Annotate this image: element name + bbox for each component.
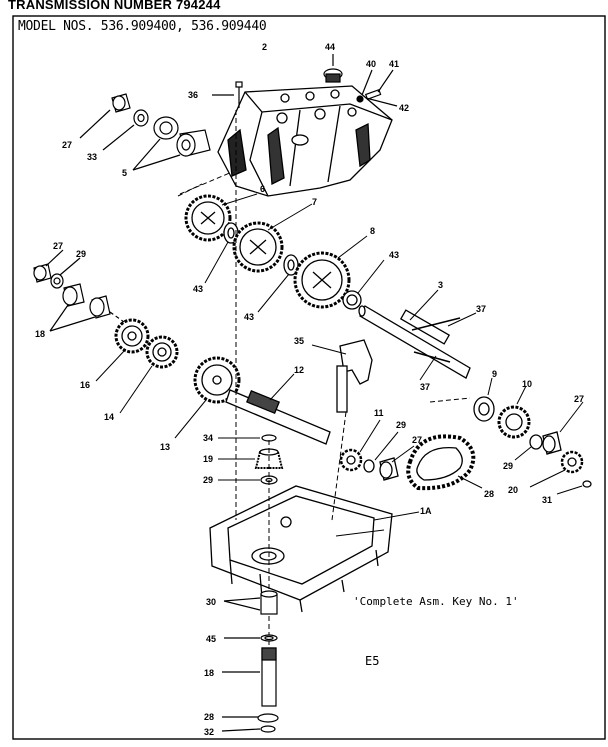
callout-34: 34 [203,433,213,443]
page-border [12,15,606,740]
model-numbers: MODEL NOS. 536.909400, 536.909440 [18,19,267,34]
callout-35: 35 [294,336,304,346]
callout-10: 10 [522,379,532,389]
diagram-code: E5 [365,654,380,668]
callout-7: 7 [312,197,317,207]
callout-36: 36 [188,90,198,100]
gear-pair-left [95,318,179,414]
callout-43-b: 43 [244,312,254,322]
callout-27-left: 27 [53,241,63,251]
bolt [212,81,243,108]
callout-labels: 2 44 40 41 42 36 27 33 5 6 7 8 43 43 43 … [35,42,584,737]
callout-32: 32 [204,727,214,737]
callout-43-c: 43 [389,250,399,260]
bearing-stack-left [33,249,125,332]
callout-43-a: 43 [193,284,203,294]
callout-40: 40 [366,59,376,69]
callout-37-b: 37 [420,382,430,392]
gear-13-shaft-12 [174,356,331,445]
alignment-lines [235,110,347,706]
gear-train-upper [177,171,385,313]
callout-37-a: 37 [476,304,486,314]
callout-11: 11 [374,408,384,418]
callout-29-right: 29 [503,461,513,471]
complete-assembly-note: 'Complete Asm. Key No. 1' [353,595,519,608]
callout-45: 45 [206,634,216,644]
callout-13: 13 [160,442,170,452]
callout-6: 6 [260,184,265,194]
callout-27-right: 27 [574,394,584,404]
callout-29-mid: 29 [396,420,406,430]
shift-detent-parts [356,69,398,107]
cover-housing [217,85,393,197]
callout-31: 31 [542,495,552,505]
callout-2: 2 [262,42,267,52]
callout-44: 44 [325,42,335,52]
vent-cap [323,54,343,83]
shift-fork [311,339,373,413]
transmission-case [209,485,420,613]
diagram-title: TRANSMISSION NUMBER 794244 [8,0,221,12]
callout-8: 8 [370,226,375,236]
callout-42: 42 [399,103,409,113]
callout-33: 33 [87,152,97,162]
callout-1A: 1A [420,506,432,516]
callout-28-bottom: 28 [204,712,214,722]
callout-18-left: 18 [35,329,45,339]
bearing-stack-top [79,93,211,171]
callout-18-bottom: 18 [204,668,214,678]
callout-12: 12 [294,365,304,375]
callout-9: 9 [492,369,497,379]
callout-5: 5 [122,168,127,178]
callout-14: 14 [104,412,114,422]
callout-19: 19 [203,454,213,464]
callout-16: 16 [80,380,90,390]
callout-30: 30 [206,597,216,607]
bottom-shaft-stack [221,590,279,733]
callout-3: 3 [438,280,443,290]
shaft-3 [358,289,477,381]
chain-drive [339,419,483,491]
callout-27-mid: 27 [412,435,422,445]
output-sprocket-parts [429,377,592,495]
callout-41: 41 [389,59,399,69]
bevel-gear-stack [218,434,284,485]
callout-20: 20 [508,485,518,495]
callout-27-top: 27 [62,140,72,150]
callout-29-low: 29 [203,475,213,485]
callout-29-left: 29 [76,249,86,259]
callout-28-chain: 28 [484,489,494,499]
